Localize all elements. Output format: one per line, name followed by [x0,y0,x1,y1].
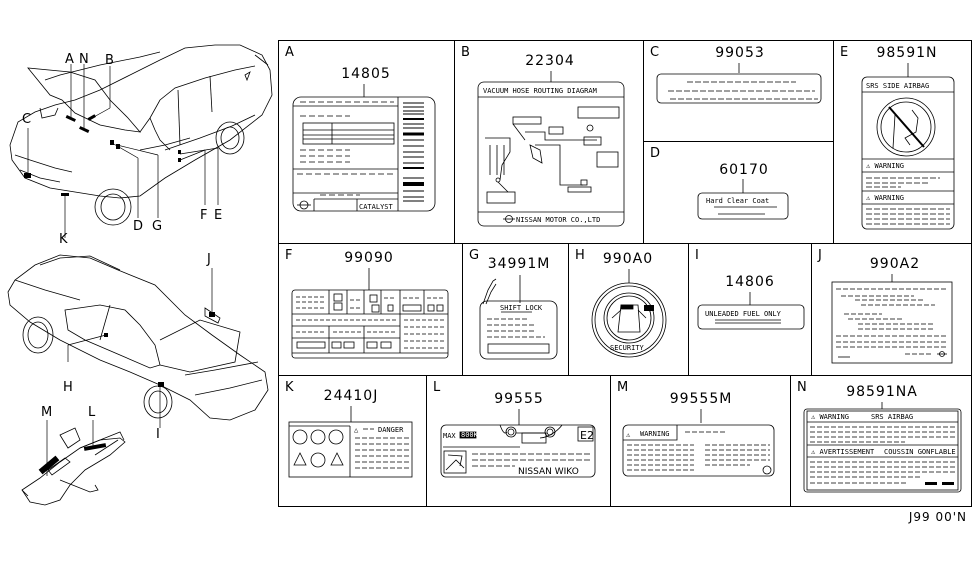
label-m-warning-icon: ⚠ [626,431,631,439]
part-number-99053[interactable]: 99053 [715,45,765,61]
label-l-max-label: MAX [443,432,456,440]
label-f-drawing [291,289,449,359]
cell-letter-h: H [575,248,585,263]
vehicle-illustrations [7,44,273,506]
label-g-header: SHIFT LOCK [500,304,543,312]
label-g-drawing [479,278,558,360]
callout-j: J [207,252,211,267]
rear-label-markers [104,312,215,387]
label-n-title-fr: COUSSIN GONFLABLE [884,448,956,456]
label-k-danger-icon: △ [354,426,359,434]
label-c-drawing [656,73,822,104]
part-number-24410j[interactable]: 24410J [323,388,379,404]
label-b-header: VACUUM HOSE ROUTING DIAGRAM [483,87,597,95]
label-l-footer: NISSAN WIKO [518,467,579,477]
label-j-drawing [831,281,953,364]
callout-a: A [65,52,74,67]
cell-letter-m: M [617,380,629,395]
label-h-ring-text: SECURITY [610,344,645,352]
callout-f: F [200,208,208,223]
part-number-14805[interactable]: 14805 [341,66,391,82]
callout-e: E [214,208,223,223]
callout-d: D [133,219,144,234]
cell-letter-d: D [650,146,661,161]
cell-letter-f: F [285,248,293,263]
front-callout-lines [27,64,219,238]
part-number-98591n[interactable]: 98591N [876,45,938,61]
label-e-warning-2: ⚠ WARNING [866,194,904,202]
label-k-header: DANGER [378,426,404,434]
label-d-drawing [697,192,789,220]
callout-m: M [41,405,53,420]
part-number-990a2[interactable]: 990A2 [869,256,921,272]
barcode [403,102,424,202]
no-child-seat-icon [876,97,936,157]
label-i-drawing [697,304,805,330]
leader-lines [350,63,909,425]
label-d-header: Hard Clear Coat [706,197,769,205]
part-number-14806[interactable]: 14806 [725,274,775,290]
label-b-drawing [477,81,625,227]
label-n-warning-fr: ⚠ AVERTISSEMENT [811,448,875,456]
callout-k: K [59,232,68,247]
front-label-markers [24,114,181,196]
part-number-98591na[interactable]: 98591NA [846,384,918,400]
label-e-header: SRS SIDE AIRBAG [866,82,929,90]
cell-letter-b: B [461,45,470,60]
label-m-header: WARNING [640,430,670,438]
callout-g: G [152,219,163,234]
jack-label-markers [38,443,107,475]
callout-i: I [156,427,160,442]
front-car-drawing [9,44,273,226]
rear-callout-lines [67,268,213,428]
nissan-logo-icon [503,215,515,223]
recycle-mark-icon [762,465,772,475]
part-number-99090[interactable]: 99090 [344,250,394,266]
label-l-max-value: 800KG [461,431,482,439]
cell-letter-a: A [285,45,294,60]
cell-letter-n: N [797,380,807,395]
label-m-drawing [622,424,775,477]
callout-l: L [88,405,96,420]
callout-b: B [105,53,114,68]
cell-letter-k: K [285,380,294,395]
cell-letter-i: I [695,248,699,263]
label-l-code: E2 [580,429,594,442]
label-k-drawing [288,421,413,478]
label-b-footer: NISSAN MOTOR CO.,LTD [516,216,600,224]
callout-h: H [63,380,73,395]
label-a-drawing [292,96,436,212]
rear-car-drawing [7,254,269,421]
label-n-drawing [803,408,962,493]
label-a-footer: CATALYST [359,203,394,211]
part-number-60170[interactable]: 60170 [719,162,769,178]
label-i-header: UNLEADED FUEL ONLY [705,310,782,318]
part-number-22304[interactable]: 22304 [525,53,575,69]
label-e-drawing [861,76,955,230]
label-h-drawing [591,282,667,358]
part-number-990a0[interactable]: 990A0 [602,251,654,267]
label-e-warning-1: ⚠ WARNING [866,162,904,170]
jack-use-icon [445,454,465,471]
part-number-99555m[interactable]: 99555M [669,391,733,407]
diagram-code: J99 00'N [908,510,967,524]
tag-string-icon [482,278,497,305]
label-n-warning-en: ⚠ WARNING [811,413,849,421]
part-number-99555[interactable]: 99555 [494,391,544,407]
cell-letter-l: L [433,380,441,395]
cell-letter-c: C [650,45,660,60]
callout-n: N [79,52,89,67]
cell-letter-j: J [818,248,822,263]
nissan-logo-icon [297,200,311,210]
battery-hazard-icons [292,429,344,468]
part-number-34991m[interactable]: 34991M [487,256,551,272]
cell-letter-g: G [469,248,480,263]
callout-c: C [22,112,32,127]
label-l-drawing [440,424,596,478]
label-n-title-en: SRS AIRBAG [871,413,913,421]
nissan-logo-icon [937,351,947,357]
cell-letter-e: E [840,45,849,60]
